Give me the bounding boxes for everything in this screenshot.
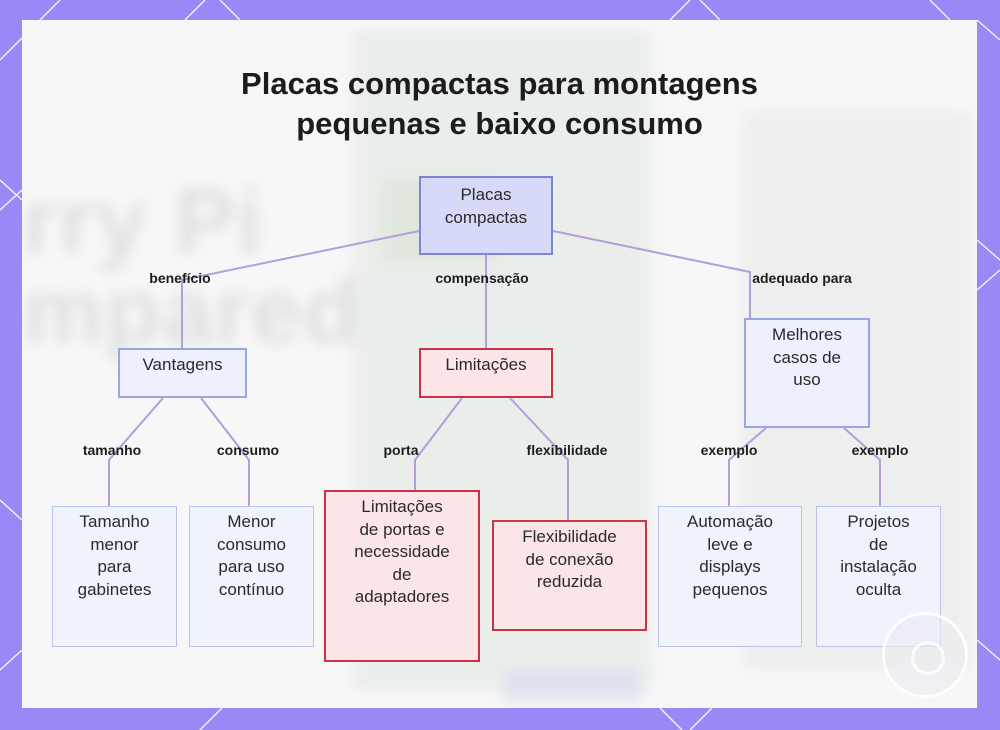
- edge-casos-automacao: [728, 427, 767, 506]
- edge-label-porta: porta: [383, 442, 419, 458]
- edge-label-exemplo: exemplo: [700, 442, 758, 458]
- edge-lines: [108, 230, 881, 520]
- node-tamanho-menor: Tamanho menor para gabinetes: [52, 506, 177, 647]
- watermark-badge-icon: [882, 612, 968, 698]
- node-flexibilidade-reduzida: Flexibilidade de conexão reduzida: [492, 520, 647, 631]
- edge-vantagens-tamanho: [108, 397, 164, 506]
- background-text: rry Pi: [22, 171, 264, 273]
- edge-label-beneficio: benefício: [149, 270, 211, 286]
- node-placas-compactas: Placas compactas: [419, 176, 553, 255]
- edge-label-consumo: consumo: [216, 442, 280, 458]
- title-line-1: Placas compactas para montagens: [241, 66, 758, 101]
- node-melhores-casos-de-uso: Melhores casos de uso: [744, 318, 870, 428]
- edge-limitacoes-portas: [414, 397, 463, 490]
- diagram-panel: rry Pi mpared Placas compactas para mont…: [22, 20, 977, 708]
- edge-vantagens-consumo: [200, 397, 250, 506]
- diagram-title: Placas compactas para montagens pequenas…: [22, 64, 977, 144]
- edge-root-vantagens: [181, 230, 420, 348]
- edge-label-adequado-para: adequado para: [752, 270, 852, 286]
- node-limitacoes-de-portas: Limitações de portas e necessidade de ad…: [324, 490, 480, 662]
- edge-casos-projetos: [843, 427, 881, 506]
- node-limitacoes: Limitações: [419, 348, 553, 398]
- edge-label-compensacao: compensação: [435, 270, 529, 286]
- edge-root-casos: [552, 230, 751, 318]
- node-vantagens: Vantagens: [118, 348, 247, 398]
- edge-label-tamanho: tamanho: [82, 442, 142, 458]
- node-automacao-leve: Automação leve e displays pequenos: [658, 506, 802, 647]
- title-line-2: pequenas e baixo consumo: [296, 106, 703, 141]
- edge-label-exemplo: exemplo: [851, 442, 909, 458]
- node-menor-consumo: Menor consumo para uso contínuo: [189, 506, 314, 647]
- edge-label-flexibilidade: flexibilidade: [526, 442, 608, 458]
- edge-limitacoes-flex: [509, 397, 569, 520]
